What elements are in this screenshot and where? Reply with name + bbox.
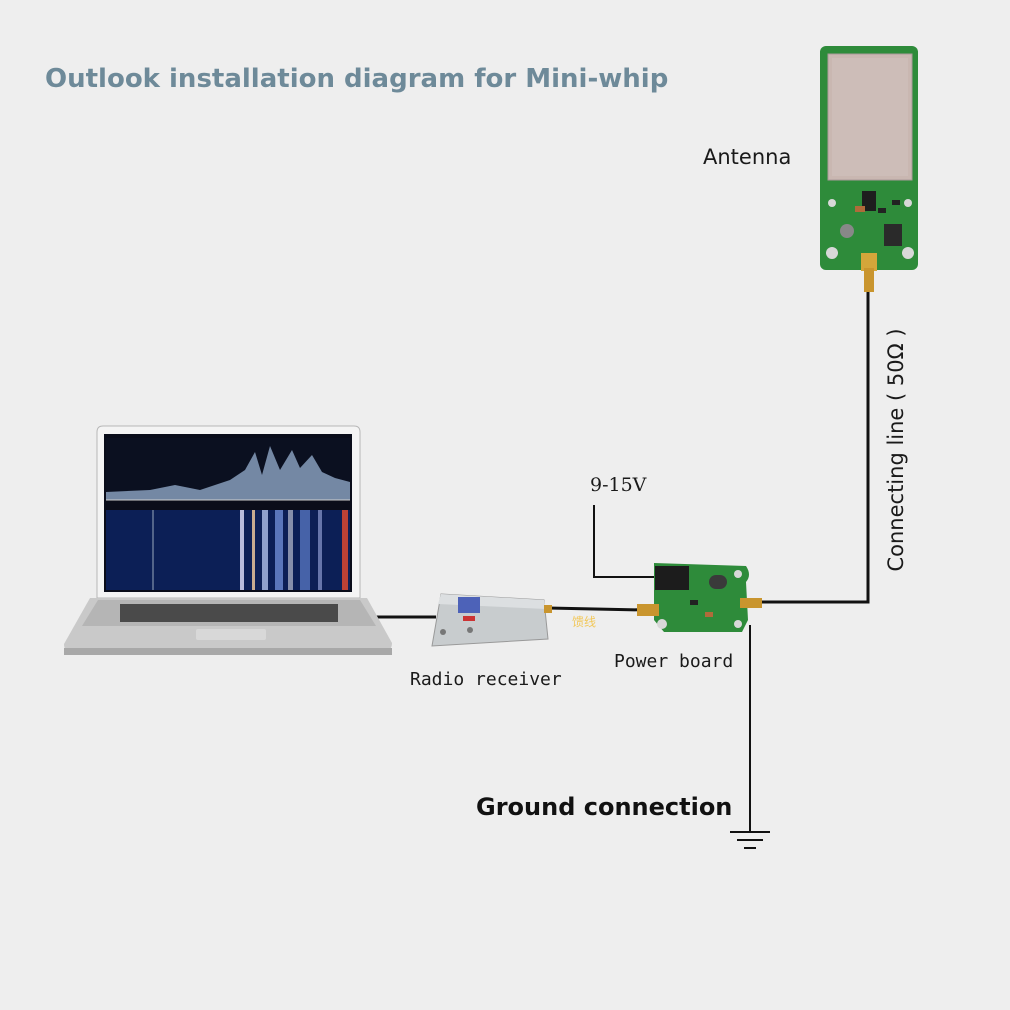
radio-receiver-label: Radio receiver (410, 669, 562, 690)
laptop (64, 425, 392, 655)
ground-connection-label: Ground connection (476, 793, 733, 821)
connecting-line-label: Connecting line ( 50Ω ) (884, 328, 908, 572)
coax-connecting-line (760, 290, 870, 604)
feeder-cable (547, 606, 646, 612)
power-supply-line (593, 505, 660, 578)
power-board-label: Power board (614, 651, 734, 672)
power-board (637, 563, 762, 632)
antenna-board (820, 46, 918, 292)
feeder-label: 馈线 (572, 615, 597, 629)
antenna-label: Antenna (703, 145, 792, 169)
radio-receiver (431, 593, 552, 647)
voltage-label: 9-15V (590, 474, 647, 496)
ground-symbol-icon (730, 831, 770, 849)
diagram-title: Outlook installation diagram for Mini-wh… (45, 64, 669, 94)
